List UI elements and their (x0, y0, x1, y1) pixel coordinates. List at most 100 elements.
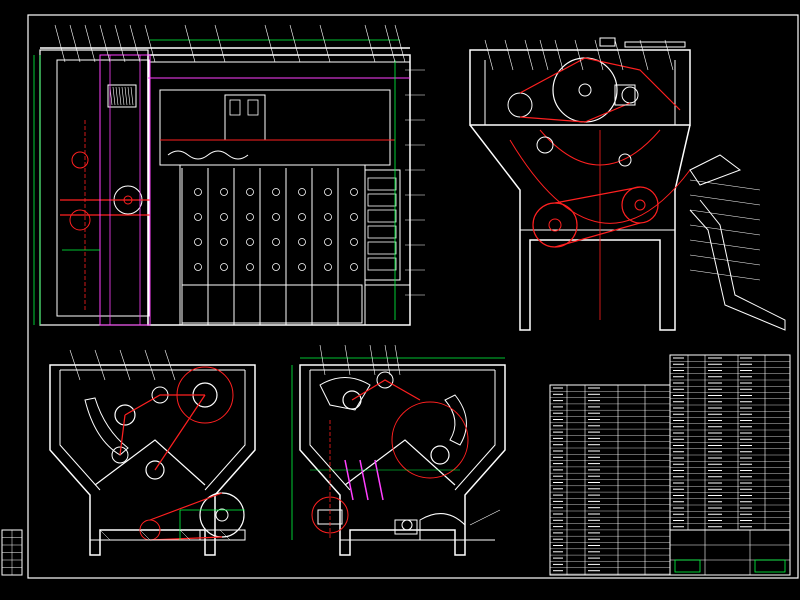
secl-motor-hub (215, 508, 229, 522)
leader-top (144, 24, 156, 63)
side-leader (554, 39, 564, 71)
right-slot (367, 193, 397, 207)
screen-hole (246, 213, 254, 221)
section-right-view (291, 344, 506, 556)
side-leader (639, 39, 649, 71)
secr-leader-top (384, 344, 391, 376)
secr-strut (344, 459, 354, 501)
side-right-leader (689, 269, 761, 281)
left-pulley-2 (69, 209, 91, 231)
front-frame (39, 47, 411, 326)
secl-hatch (99, 529, 111, 541)
secl-link-2 (154, 394, 206, 471)
leader-top (319, 24, 331, 63)
secl-pivot-4 (145, 460, 165, 480)
screen-hole (194, 213, 202, 221)
secl-link (124, 394, 205, 416)
screen-hole (324, 238, 332, 246)
lower-belt (554, 186, 641, 248)
side-leader (574, 39, 584, 71)
leader-top (114, 24, 126, 63)
leader-top (84, 24, 96, 63)
lower-wheel-l-hub (548, 218, 562, 232)
right-block (364, 169, 401, 281)
cam-1 (536, 136, 554, 154)
right-slot (367, 241, 397, 255)
spring-housing (107, 84, 137, 108)
leader-top (69, 24, 81, 63)
big-pulley-hub (578, 83, 592, 97)
secl-arc (176, 366, 234, 424)
screen-hole (324, 188, 332, 196)
side-right-leader (689, 254, 761, 266)
table-left-frame (549, 384, 671, 576)
right-foot (364, 284, 411, 326)
secr-hopper (299, 364, 506, 556)
leader-top (129, 24, 141, 63)
leader-top (214, 24, 226, 63)
secl-leader (119, 349, 131, 381)
side-right-leader (689, 209, 761, 221)
leader-top (394, 24, 406, 63)
screen-hole (272, 188, 280, 196)
outer-border (27, 14, 799, 579)
cam-2 (618, 153, 632, 167)
spring-coil (124, 86, 128, 106)
screen-hole (220, 238, 228, 246)
clamp-block (224, 94, 266, 141)
screen-hole (220, 263, 228, 271)
front-leaders (54, 24, 425, 296)
secl-leader (69, 349, 81, 381)
drawing-border (27, 14, 799, 579)
spring-coil (115, 86, 119, 106)
secr-strut (359, 459, 369, 501)
secr-lower-wheel (311, 496, 349, 534)
spring-coil (118, 86, 122, 106)
screen-hole (350, 213, 358, 221)
top-bar (624, 41, 686, 48)
screen-hole (350, 238, 358, 246)
side-leader (594, 39, 604, 71)
screen-hole (298, 238, 306, 246)
side-right-leader (689, 194, 761, 206)
side-leader (664, 39, 674, 71)
title-logo-box-2 (754, 559, 786, 573)
secl-belt (149, 492, 223, 541)
lower-wheel-r-hub (634, 199, 646, 211)
screen-hole (298, 213, 306, 221)
screen-hole (272, 238, 280, 246)
screen-hole (220, 188, 228, 196)
section-left-view (49, 349, 256, 556)
screen-hole (272, 213, 280, 221)
spring-coil (112, 86, 116, 106)
side-view (469, 37, 786, 331)
secl-arm-l (84, 397, 129, 456)
screen-hole (350, 188, 358, 196)
screen-bottom (181, 284, 363, 324)
clamp-b (247, 99, 259, 116)
secr-inner-left (309, 370, 351, 491)
front-dimensions (33, 39, 400, 325)
secl-pivot-5 (111, 446, 129, 464)
screen-hole (246, 238, 254, 246)
top-switch (599, 37, 616, 47)
secr-leader-top (344, 344, 351, 376)
secr-mount-hub (401, 519, 413, 531)
small-pulley (507, 92, 533, 118)
secl-leader (144, 349, 156, 381)
secr-leader-top (394, 344, 401, 376)
spring-coil (127, 86, 131, 106)
secr-bracket (419, 513, 466, 541)
right-slot (367, 209, 397, 223)
front-hidden-lines (84, 54, 410, 326)
wave-line (167, 150, 249, 160)
secr-arc (391, 401, 469, 479)
secl-hatch (219, 529, 231, 541)
screen-hole (246, 263, 254, 271)
side-right-leader (689, 239, 761, 251)
left-inner-frame (56, 59, 150, 317)
secl-ridge (94, 439, 206, 486)
secl-inner-right (204, 370, 246, 491)
side-leader (484, 39, 494, 71)
screen-hole (220, 213, 228, 221)
